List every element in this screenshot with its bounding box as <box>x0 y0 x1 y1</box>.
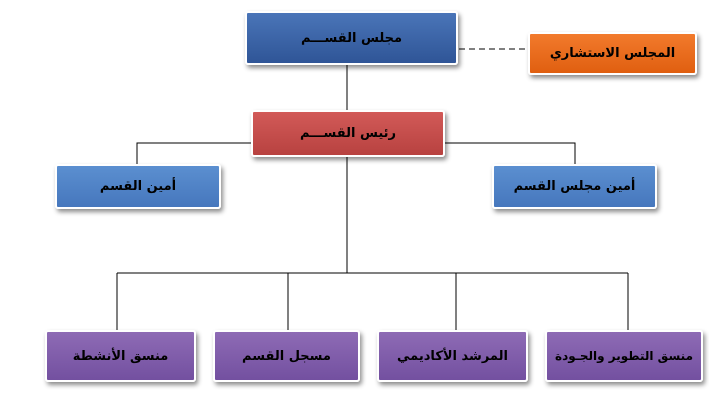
department-head-label: رئيس القســـم <box>299 126 397 141</box>
academic-advisor-box: المرشد الأكاديمي <box>377 330 528 382</box>
advisory-council-box: المجلس الاستشاري <box>528 32 697 75</box>
academic-advisor-label: المرشد الأكاديمي <box>397 348 508 364</box>
department-secretary-label: أمين القسم <box>99 179 177 194</box>
advisory-council-label: المجلس الاستشاري <box>549 46 676 61</box>
council-secretary-label: أمين مجلس القسم <box>513 179 636 194</box>
line-head-right <box>444 142 576 165</box>
activities-coordinator-box: منسق الأنشطة <box>45 330 196 382</box>
department-council-label: مجلس القســـم <box>300 30 403 46</box>
department-head-box: رئيس القســـم <box>251 110 445 157</box>
line-head-left <box>136 142 252 165</box>
department-secretary-box: أمين القسم <box>55 164 221 209</box>
department-registrar-box: مسجل القسم <box>213 330 360 382</box>
development-quality-coordinator-label: منسق التطوير والجـودة <box>555 349 694 363</box>
department-registrar-label: مسجل القسم <box>242 348 331 364</box>
department-council-box: مجلس القســـم <box>245 11 458 65</box>
activities-coordinator-label: منسق الأنشطة <box>72 348 169 364</box>
council-secretary-box: أمين مجلس القسم <box>492 164 657 209</box>
development-quality-coordinator-box: منسق التطوير والجـودة <box>545 330 703 382</box>
